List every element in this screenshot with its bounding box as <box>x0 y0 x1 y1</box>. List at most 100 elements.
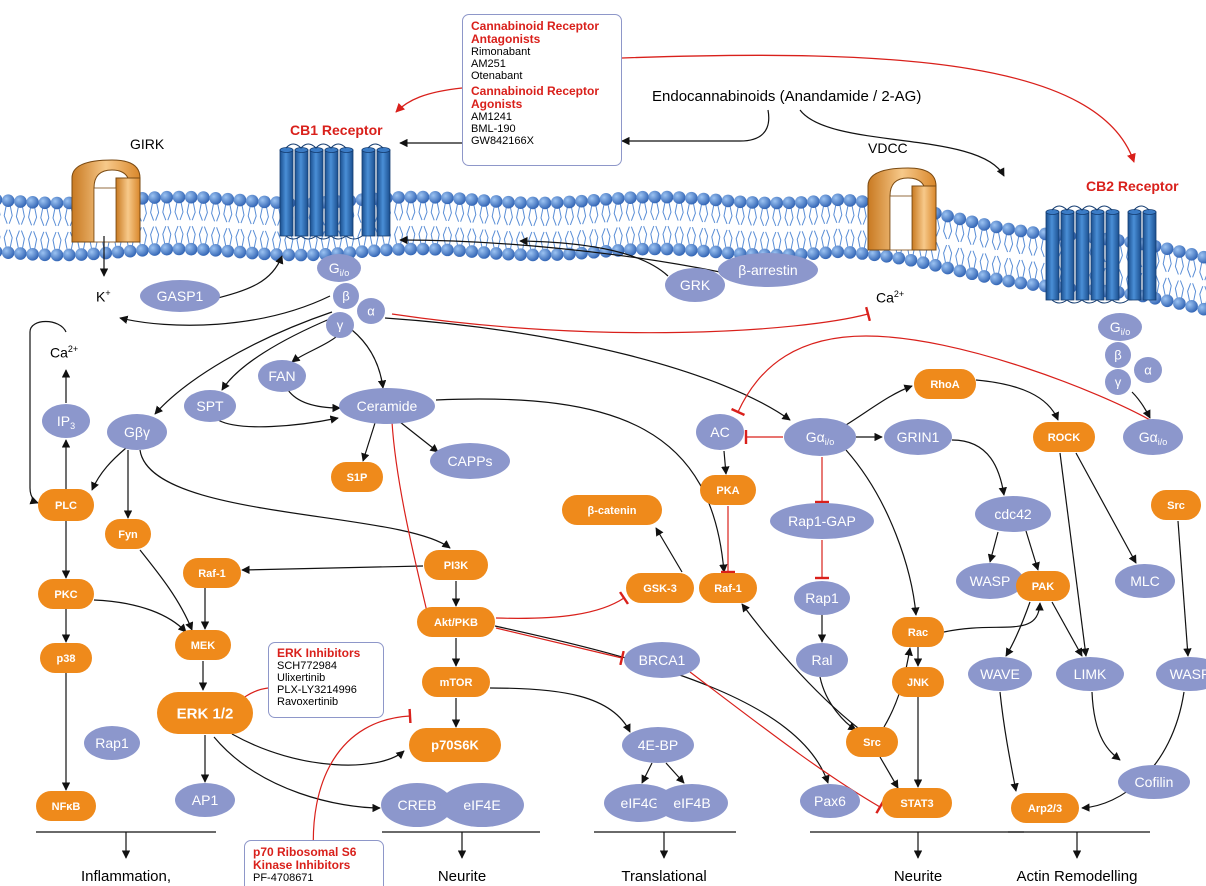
lipid-head <box>258 247 271 261</box>
node-cofilin: Cofilin <box>1118 765 1190 799</box>
node-label: Raf-1 <box>714 583 742 595</box>
endocannabinoids-label: Endocannabinoids (Anandamide / 2-AG) <box>652 88 922 105</box>
lipid-tail <box>955 223 965 243</box>
lipid-tail <box>3 205 13 224</box>
lipid-tail <box>528 207 538 227</box>
lipid-tail <box>674 202 684 221</box>
node-label-text: JNK <box>907 677 929 689</box>
lipid-head <box>660 242 674 256</box>
lipid-head <box>1197 302 1206 316</box>
arrow-srcr-to-waspr <box>1177 520 1192 657</box>
node-shape <box>430 443 510 479</box>
girk-channel-shape <box>71 159 141 243</box>
lipid-tail <box>442 202 452 222</box>
node-waspm: WASP <box>956 563 1024 599</box>
lipid-tail <box>455 203 465 222</box>
node-shape <box>36 791 96 821</box>
antagonist-item: Otenabant <box>471 70 523 82</box>
lipid-head <box>233 245 247 259</box>
node-shape <box>700 475 756 505</box>
lipid-head <box>465 193 479 206</box>
node-label: Fyn <box>118 529 138 541</box>
erk-inhibitor-item: Ulixertinib <box>277 672 326 684</box>
lipid-tail <box>967 226 977 245</box>
node-gsk3: GSK-3 <box>626 573 694 603</box>
node-shape <box>914 369 976 399</box>
node-plc: PLC <box>38 489 94 521</box>
node-shape <box>846 727 898 757</box>
potassium-ion-label: K+ <box>96 288 111 305</box>
node-shape <box>1134 357 1162 383</box>
node-ip3: IP3 <box>42 404 90 438</box>
arrow-gaio-to-rhoa <box>845 384 913 426</box>
inhibition-ceramide-inhibits-akt <box>391 421 436 619</box>
node-shape <box>1105 342 1131 368</box>
lipid-tail <box>1199 262 1206 281</box>
node-rap1r: Rap1 <box>794 581 850 615</box>
calcium-ion-right-label: Ca2+ <box>876 289 905 306</box>
inhibition-akt-inhibits-gsk3 <box>495 591 629 619</box>
lipid-head <box>160 242 174 256</box>
lipid-tail <box>564 206 574 226</box>
lipid-head <box>941 261 954 275</box>
node-label-text: β <box>1114 348 1121 363</box>
node-label: Gi/o <box>1110 319 1130 337</box>
node-shape <box>604 784 676 822</box>
lipid-head <box>892 251 906 265</box>
lipid-head <box>441 243 454 257</box>
lipid-head <box>123 244 137 258</box>
node-srcr: Src <box>1151 490 1201 520</box>
lipid-tail <box>235 228 245 248</box>
node-shape <box>38 489 94 521</box>
node-brca1: BRCA1 <box>624 642 700 678</box>
node-4ebp: 4E-BP <box>622 727 694 763</box>
node-label: S1P <box>347 472 368 484</box>
calcium-ion-left-label: Ca2+ <box>50 344 79 361</box>
lipid-head <box>221 192 235 206</box>
node-label: GRK <box>680 277 711 293</box>
node-label: ROCK <box>1048 432 1080 444</box>
node-alpha2: α <box>1134 357 1162 383</box>
node-akt: Akt/PKB <box>417 607 495 637</box>
arrow-gaio-to-rac <box>845 449 920 616</box>
lipid-tail <box>467 204 477 223</box>
node-label: Ral <box>811 652 832 668</box>
node-label: RhoA <box>930 379 959 391</box>
lipid-tail <box>723 229 733 249</box>
lipid-head <box>1014 276 1028 290</box>
lipid-head <box>392 243 405 256</box>
transmembrane-helix <box>339 149 354 237</box>
pathway-nodes: GASP1Gi/oβαγGRKβ-arrestinGi/oβαγIP3PLCGβ… <box>36 253 1206 827</box>
node-beta2: β <box>1105 342 1131 368</box>
lipid-tail <box>760 207 770 227</box>
node-label-text: Cofilin <box>1135 774 1174 790</box>
node-g_io2: Gi/o <box>1098 313 1142 341</box>
lipid-tail <box>52 231 62 251</box>
node-shape <box>1033 422 1095 452</box>
node-shape <box>440 783 524 827</box>
node-mtor: mTOR <box>422 667 490 697</box>
node-p38: p38 <box>40 643 92 673</box>
lipid-tail <box>601 204 611 223</box>
lipid-head <box>685 243 698 257</box>
arrow-box-to-cb1-agonism <box>395 87 463 113</box>
lipid-head <box>209 191 222 205</box>
node-label: β <box>1114 348 1121 363</box>
lipid-tail <box>699 227 709 247</box>
node-shape <box>381 783 453 827</box>
lipid-tail <box>601 228 611 247</box>
lipid-head <box>453 244 466 257</box>
arrow-erk-to-creb <box>213 736 381 813</box>
lipid-tail <box>15 206 25 225</box>
node-label-text: β-catenin <box>588 505 637 517</box>
lipid-head <box>636 190 649 204</box>
node-shape <box>38 579 94 609</box>
lipid-head <box>160 190 174 204</box>
node-shape <box>42 404 90 438</box>
lipid-tail <box>821 229 831 248</box>
lipid-tail <box>516 207 526 226</box>
lipid-head <box>38 248 52 262</box>
node-label: Akt/PKB <box>434 617 478 629</box>
node-gamma: γ <box>326 312 354 338</box>
helix-cap <box>1105 209 1120 215</box>
